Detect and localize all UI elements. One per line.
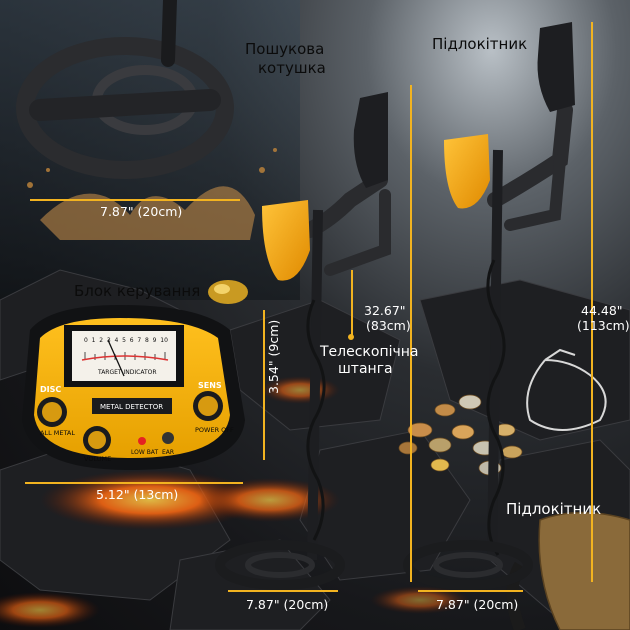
silver-chain [526,348,607,431]
dim-line-coil-top [30,199,240,201]
meter-scale-number: 5 [122,337,126,344]
meter-scale-number: 2 [99,337,104,344]
dim-min-length-inch: 32.67" [364,303,406,318]
power-off-text: POWER OFF [195,426,234,434]
dim-unit-width: 5.12" (13cm) [96,487,179,502]
target-indicator-text: TARGET INDICATOR [98,369,157,376]
disc-text: DISC [40,385,62,394]
ear-text: EAR [162,449,175,456]
meter-scale-number: 0 [84,337,88,344]
label-telescopic-rod-line1: Телескопічна [320,344,419,360]
coins [398,394,523,476]
rod-pointer-dot [348,334,354,340]
dim-line-min-length [410,85,412,582]
meter-scale-number: 3 [106,337,111,344]
label-armrest-top: Підлокітник [432,35,528,53]
rod-pointer-line [351,270,353,336]
label-telescopic-rod-line2: штанга [338,361,393,377]
label-armrest-bottom: Підлокітник [506,500,602,518]
gold-nugget [208,280,248,304]
glove [506,511,630,630]
dim-line-unit-width [25,482,243,484]
dim-coil-top: 7.87" (20cm) [100,204,183,219]
lava-glow [0,376,470,628]
search-coil-top [16,0,234,179]
dim-coil-right: 7.87" (20cm) [436,597,519,612]
volume-text: VOLUME [84,455,112,463]
dim-coil-left: 7.87" (20cm) [246,597,329,612]
dim-max-length-cm: (113cm) [577,318,630,333]
sens-text: SENS [198,381,222,390]
meter-scale-number: 4 [114,337,119,344]
label-search-coil-line1: Пошукова [245,40,325,58]
all-metal-text: ALL METAL [40,429,76,437]
dim-line-coil-left [228,590,338,592]
metal-detector-text: METAL DETECTOR [100,403,164,411]
dim-max-length-inch: 44.48" [581,303,623,318]
label-search-coil-line2: котушка [258,59,326,77]
dim-min-length-cm: (83cm) [366,318,411,333]
meter-scale-number: 7 [137,337,142,344]
low-bat-text: LOW BAT [131,449,159,456]
meter-scale-number: 8 [145,337,149,344]
label-control-unit: Блок керування [74,282,201,300]
meter-scale-number: 9 [152,337,157,344]
control-unit [22,305,245,470]
meter-scale-number: 1 [91,337,96,344]
meter-scale-number: 10 [160,337,168,344]
dim-line-unit-height [263,310,265,460]
dim-line-max-length [591,22,593,582]
detector-right [403,22,575,590]
dim-unit-height: 3.54" (9cm) [266,319,281,394]
detector-left [215,92,391,590]
dim-line-coil-right [418,590,523,592]
meter-scale-number: 6 [129,337,134,344]
